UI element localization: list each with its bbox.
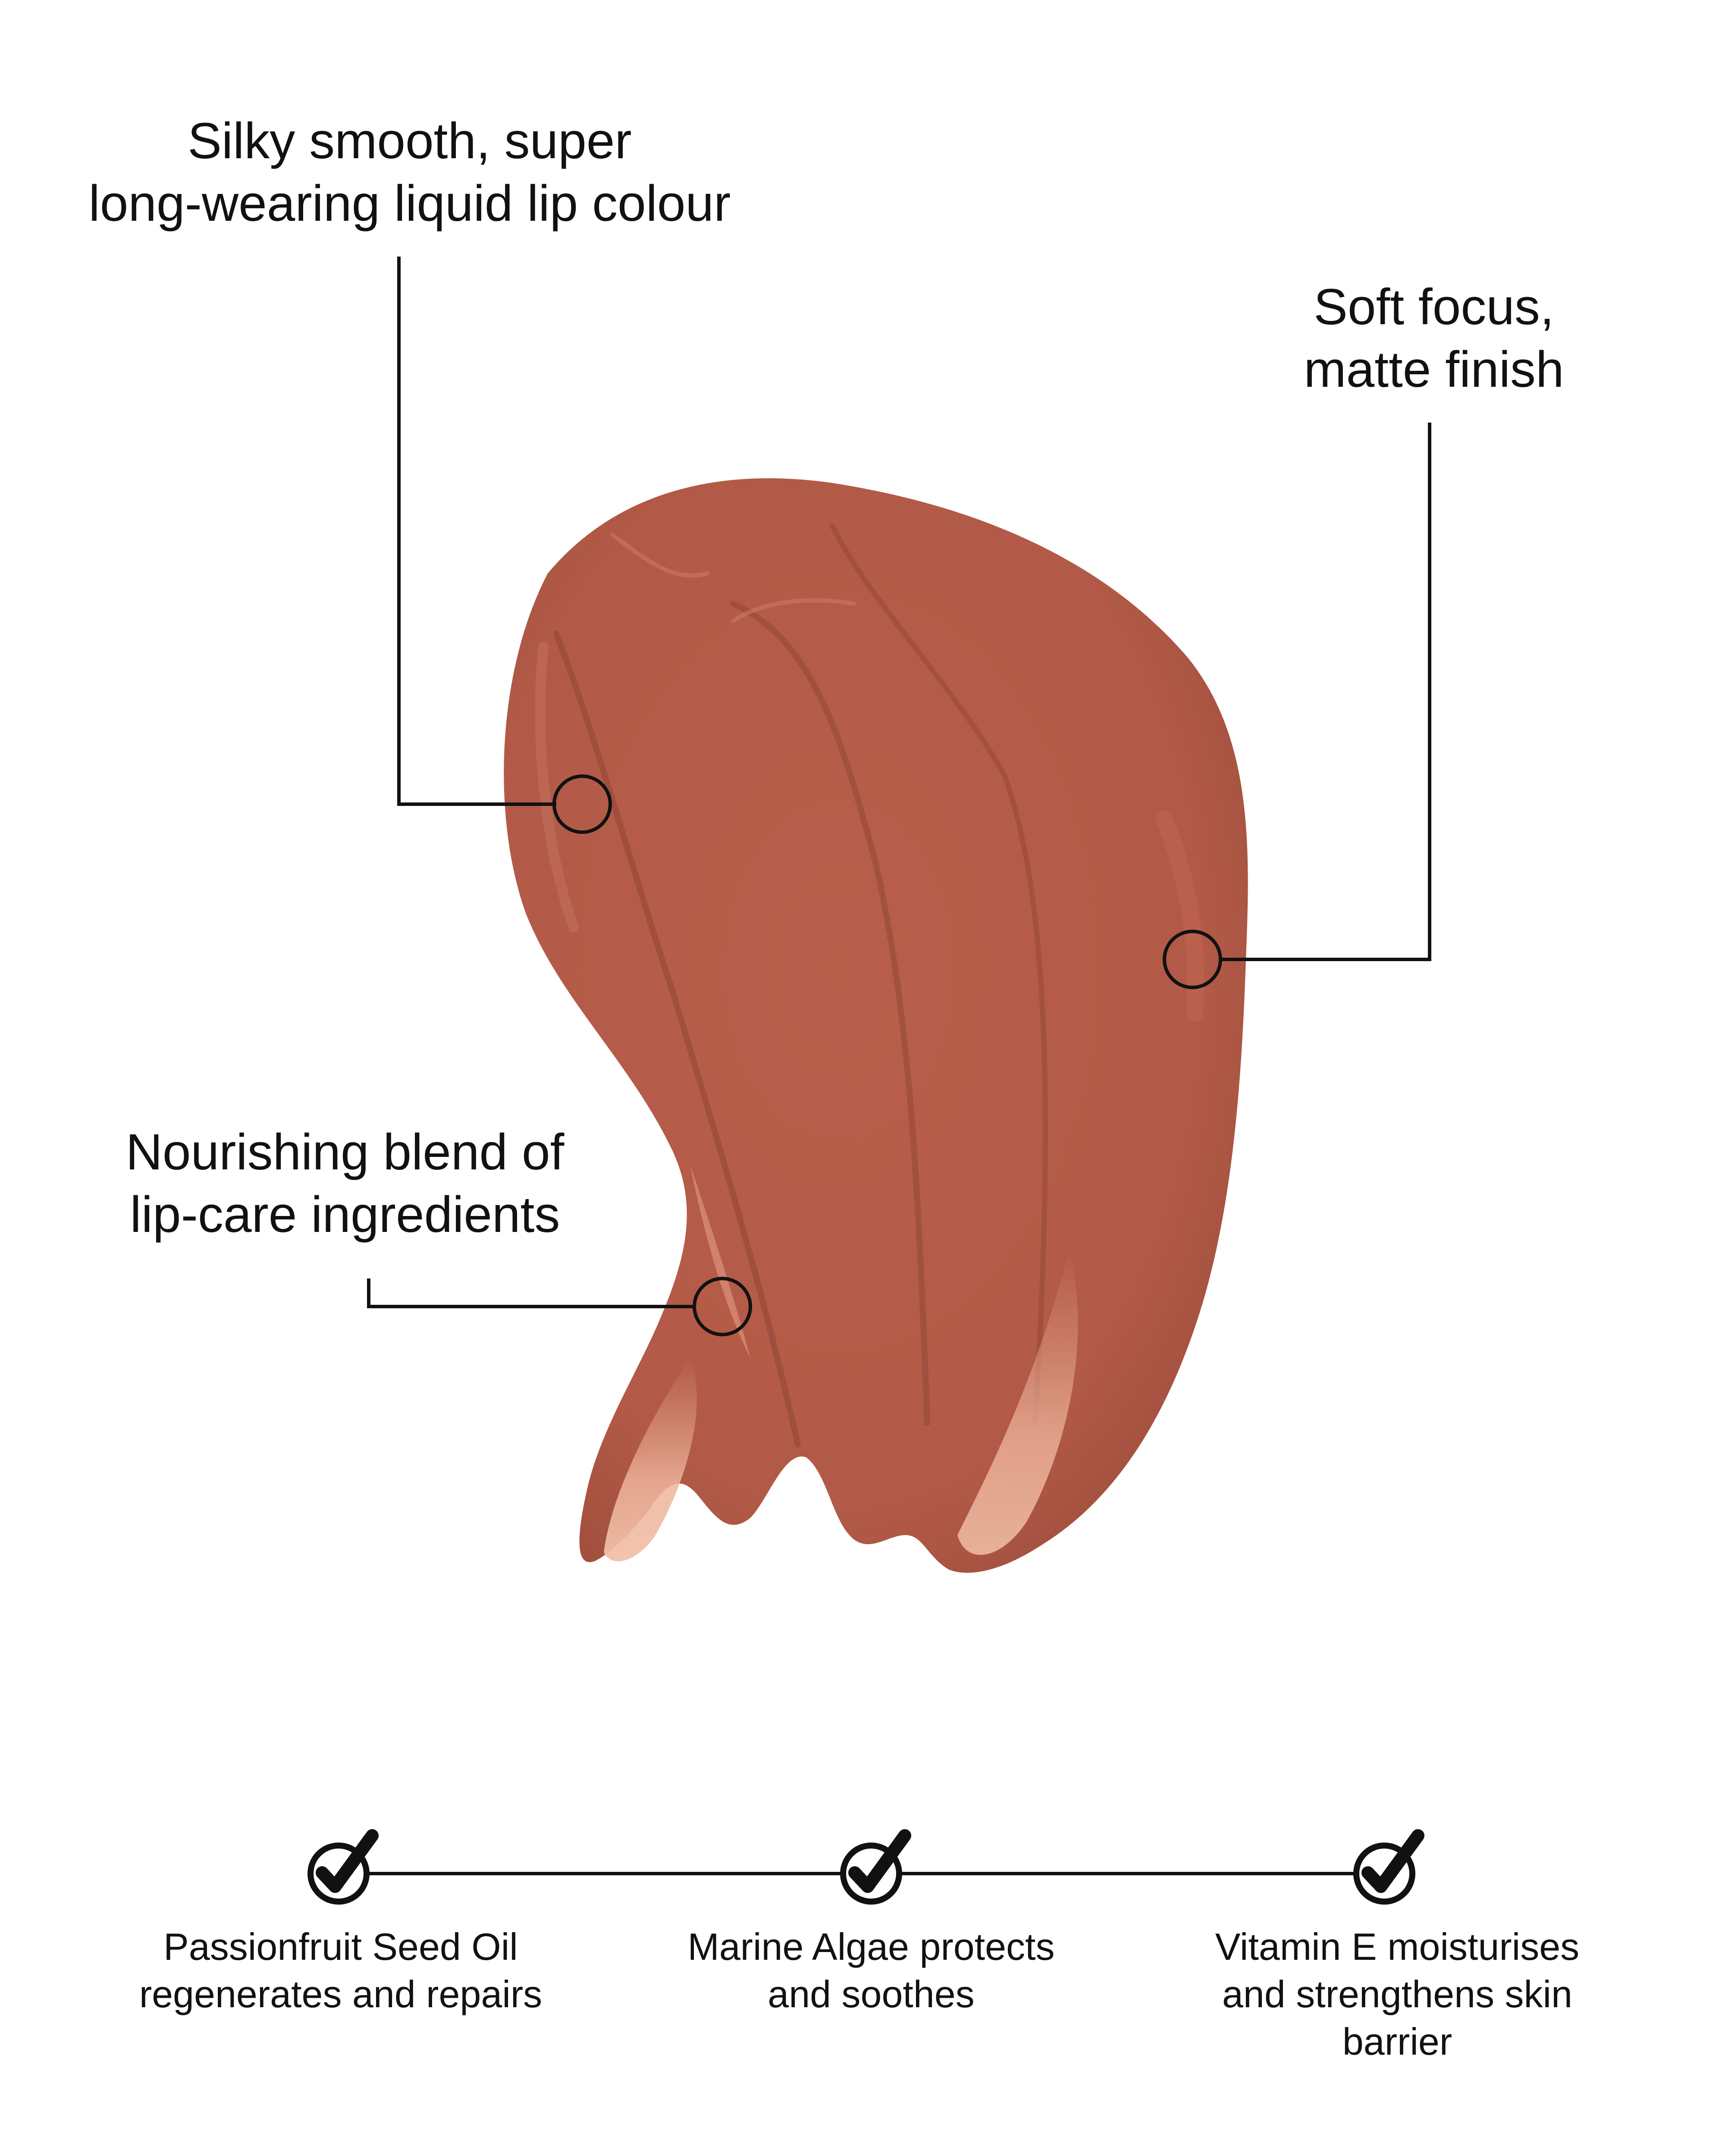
callout-silky-smooth: Silky smooth, super long-wearing liquid …: [0, 110, 819, 235]
benefit-line: Marine Algae protects: [687, 1925, 1055, 1968]
callout-line: Silky smooth, super: [188, 113, 632, 169]
marker-soft-focus: [1163, 930, 1222, 989]
check-circle-icon: [307, 1829, 379, 1905]
benefit-passionfruit: Passionfruit Seed Oil regenerates and re…: [65, 1923, 617, 2018]
callout-line: Nourishing blend of: [125, 1124, 565, 1181]
lip-swatch: [504, 478, 1248, 1573]
callout-line: Soft focus,: [1314, 279, 1554, 335]
callout-soft-focus: Soft focus, matte finish: [1186, 276, 1682, 401]
benefit-vitamin-e: Vitamin E moisturises and strengthens sk…: [1126, 1923, 1669, 2065]
marker-nourishing: [693, 1277, 752, 1336]
benefit-marine-algae: Marine Algae protects and soothes: [599, 1923, 1143, 2018]
benefit-line: and soothes: [768, 1973, 975, 2015]
benefit-line: regenerates and repairs: [139, 1973, 543, 2015]
benefit-line: Passionfruit Seed Oil: [163, 1925, 518, 1968]
leader-line-nourishing: [367, 1279, 694, 1308]
check-circle-icon: [1353, 1829, 1424, 1905]
leader-line-soft-focus: [1220, 423, 1431, 961]
benefit-line: and strengthens skin: [1222, 1973, 1573, 2015]
check-circle-icon: [840, 1829, 911, 1905]
benefit-line: barrier: [1342, 2020, 1452, 2063]
benefit-line: Vitamin E moisturises: [1215, 1925, 1580, 1968]
callout-line: long-wearing liquid lip colour: [88, 175, 731, 232]
leader-line-silky: [397, 257, 556, 806]
callout-line: matte finish: [1304, 341, 1564, 398]
callout-line: lip-care ingredients: [130, 1186, 560, 1243]
callout-nourishing: Nourishing blend of lip-care ingredients: [43, 1121, 647, 1246]
marker-silky: [552, 774, 612, 834]
